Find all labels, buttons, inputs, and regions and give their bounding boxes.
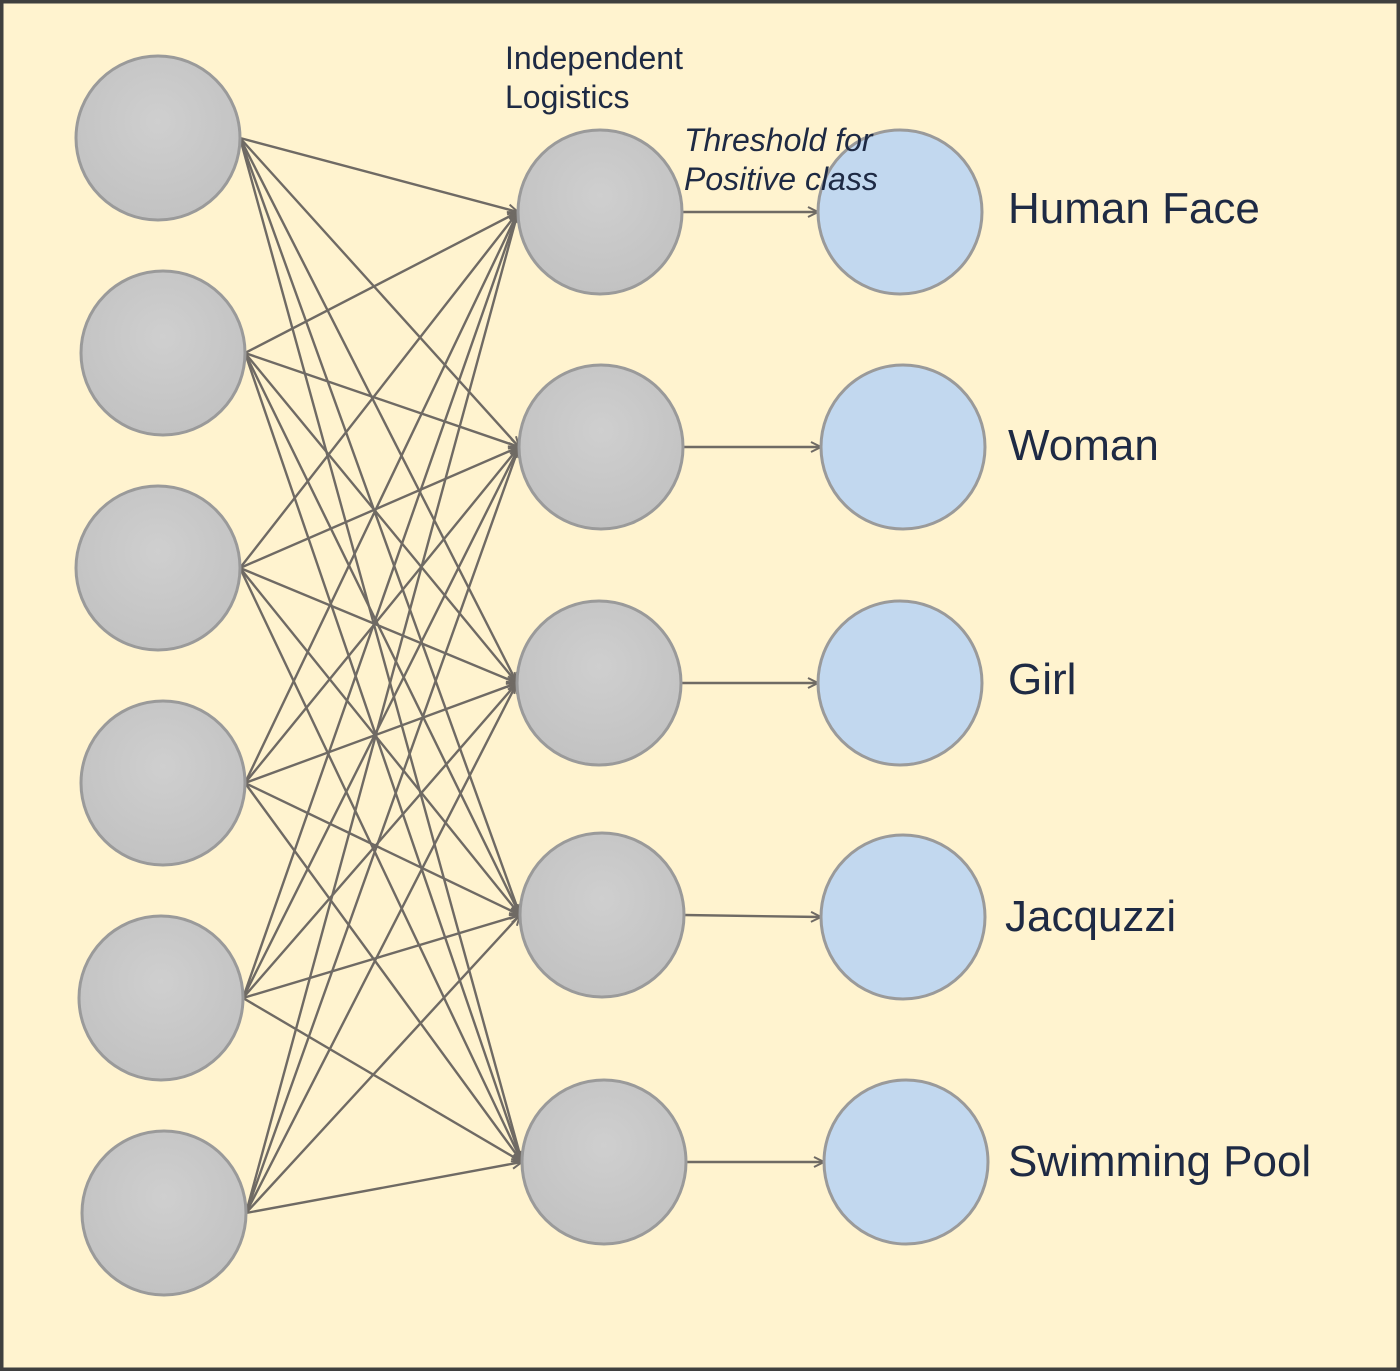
- output-label-swimming-pool: Swimming Pool: [1008, 1137, 1311, 1186]
- edge-input-4-to-logistic-1: [243, 212, 518, 784]
- edge-input-4-to-logistic-3: [244, 683, 517, 785]
- output-node-2: [819, 363, 987, 531]
- edge-input-3-to-logistic-1: [239, 212, 518, 569]
- output-layer: [816, 128, 990, 1246]
- logistic-node-4: [518, 831, 686, 999]
- edge-input-4-to-logistic-5: [244, 782, 522, 1162]
- edge-input-1-to-logistic-1: [239, 136, 518, 212]
- output-node-4: [819, 833, 987, 1001]
- output-node-1: [816, 128, 984, 296]
- edge-input-2-to-logistic-1: [244, 210, 518, 355]
- input-node-2: [79, 269, 247, 437]
- threshold-note-line-1: Threshold for: [684, 122, 874, 158]
- connection-edges: [238, 136, 522, 1215]
- hidden-layer-title: Independent Logistics: [505, 40, 692, 115]
- logistic-node-1: [516, 128, 684, 296]
- edge-input-2-to-logistic-3: [244, 352, 517, 683]
- edge-input-5-to-logistic-5: [242, 996, 522, 1162]
- edge-input-2-to-logistic-2: [244, 351, 519, 447]
- edge-input-6-to-logistic-5: [245, 1162, 522, 1215]
- edge-input-6-to-logistic-3: [244, 683, 519, 1214]
- edge-input-5-to-logistic-1: [241, 212, 518, 999]
- edge-input-3-to-logistic-5: [238, 567, 522, 1162]
- output-label-girl: Girl: [1008, 655, 1076, 704]
- output-labels: Human Face Woman Girl Jacquzzi Swimming …: [1005, 184, 1311, 1186]
- output-label-jacquzzi: Jacquzzi: [1005, 892, 1176, 941]
- input-layer: [74, 54, 248, 1297]
- input-node-6: [80, 1129, 248, 1297]
- output-arrows: [681, 212, 824, 1162]
- output-node-3: [816, 599, 984, 767]
- output-label-woman: Woman: [1008, 421, 1159, 470]
- output-label-human-face: Human Face: [1008, 184, 1260, 233]
- edge-input-5-to-logistic-2: [241, 447, 521, 999]
- edge-input-2-to-logistic-5: [243, 352, 522, 1162]
- edge-input-1-to-logistic-5: [238, 137, 522, 1162]
- threshold-note: Threshold for Positive class: [684, 122, 881, 197]
- output-node-5: [822, 1078, 990, 1246]
- edge-input-3-to-logistic-2: [239, 447, 519, 570]
- edge-input-1-to-logistic-2: [239, 137, 519, 447]
- logistic-node-5: [520, 1078, 688, 1246]
- threshold-arrow-4: [683, 915, 821, 917]
- edge-input-4-to-logistic-4: [244, 781, 520, 915]
- edge-input-4-to-logistic-2: [244, 447, 519, 784]
- edge-input-1-to-logistic-4: [238, 137, 520, 915]
- logistic-node-3: [515, 599, 683, 767]
- logistic-node-2: [517, 363, 685, 531]
- edge-input-3-to-logistic-4: [239, 567, 520, 915]
- input-node-5: [77, 914, 245, 1082]
- edge-input-6-to-logistic-1: [244, 212, 518, 1214]
- input-node-3: [74, 484, 242, 652]
- hidden-layer-title-line-1: Independent: [505, 40, 683, 76]
- edge-input-6-to-logistic-4: [245, 915, 520, 1214]
- edge-input-2-to-logistic-4: [243, 352, 520, 915]
- input-node-1: [74, 54, 242, 222]
- edge-input-3-to-logistic-3: [239, 566, 517, 683]
- input-node-4: [79, 699, 247, 867]
- edge-input-6-to-logistic-2: [244, 447, 519, 1214]
- edge-input-5-to-logistic-4: [242, 915, 520, 1000]
- hidden-layer-title-line-2: Logistics: [505, 79, 630, 115]
- logistic-layer: [515, 128, 688, 1246]
- threshold-note-line-2: Positive class: [684, 161, 878, 197]
- edge-input-1-to-logistic-3: [238, 137, 519, 683]
